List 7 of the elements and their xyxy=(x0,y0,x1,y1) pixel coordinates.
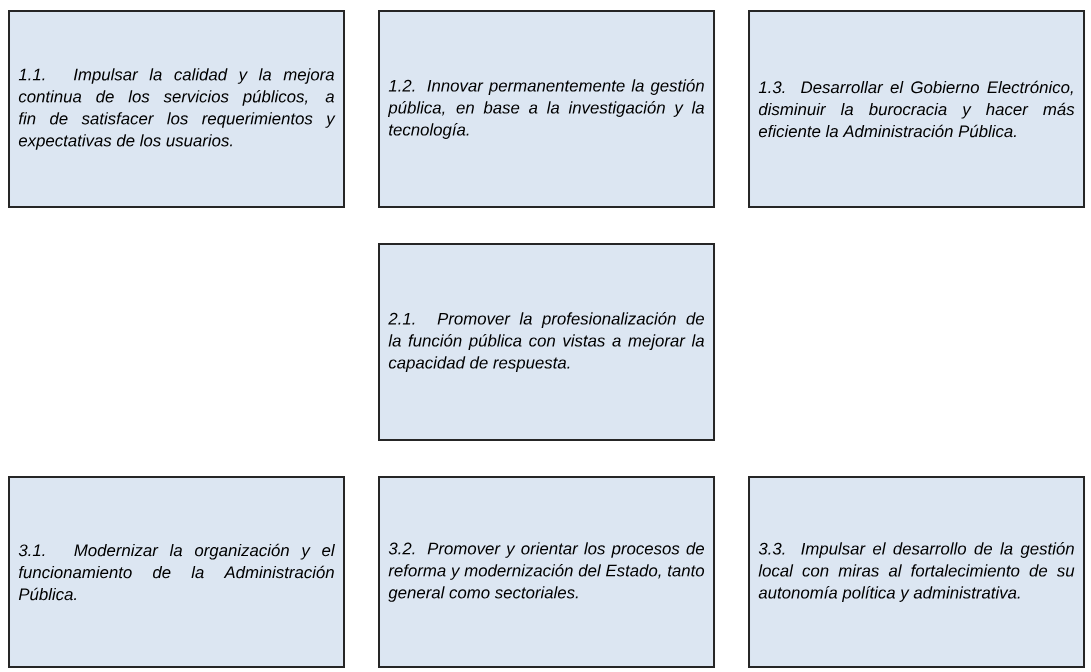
text-box: 1.3. Desarrollar el Gobierno Electrónico, disminuir la burocracia y hacer más eficiente la Administración Pública. xyxy=(748,10,1085,208)
text-box: 2.1. Promover la profesionalización de la función pública con vistas a mejorar la capacidad de respuesta. xyxy=(378,243,715,441)
text-box: 3.2. Promover y orientar los procesos de reforma y modernización del Estado, tanto general como sectoriales. xyxy=(378,476,715,668)
text-box: 1.1. Impulsar la calidad y la mejora continua de los servicios públicos, a fin de satisfacer los requerimientos y expectativas de los usuarios. xyxy=(8,10,345,208)
text-box: 3.3. Impulsar el desarrollo de la gestión local con miras al fortalecimiento de su autonomía política y administrativa. xyxy=(748,476,1085,668)
text-box: 3.1. Modernizar la organización y el funcionamiento de la Administración Pública. xyxy=(8,476,345,668)
text-box: 1.2. Innovar permanentemente la gestión pública, en base a la investigación y la tecnología. xyxy=(378,10,715,208)
